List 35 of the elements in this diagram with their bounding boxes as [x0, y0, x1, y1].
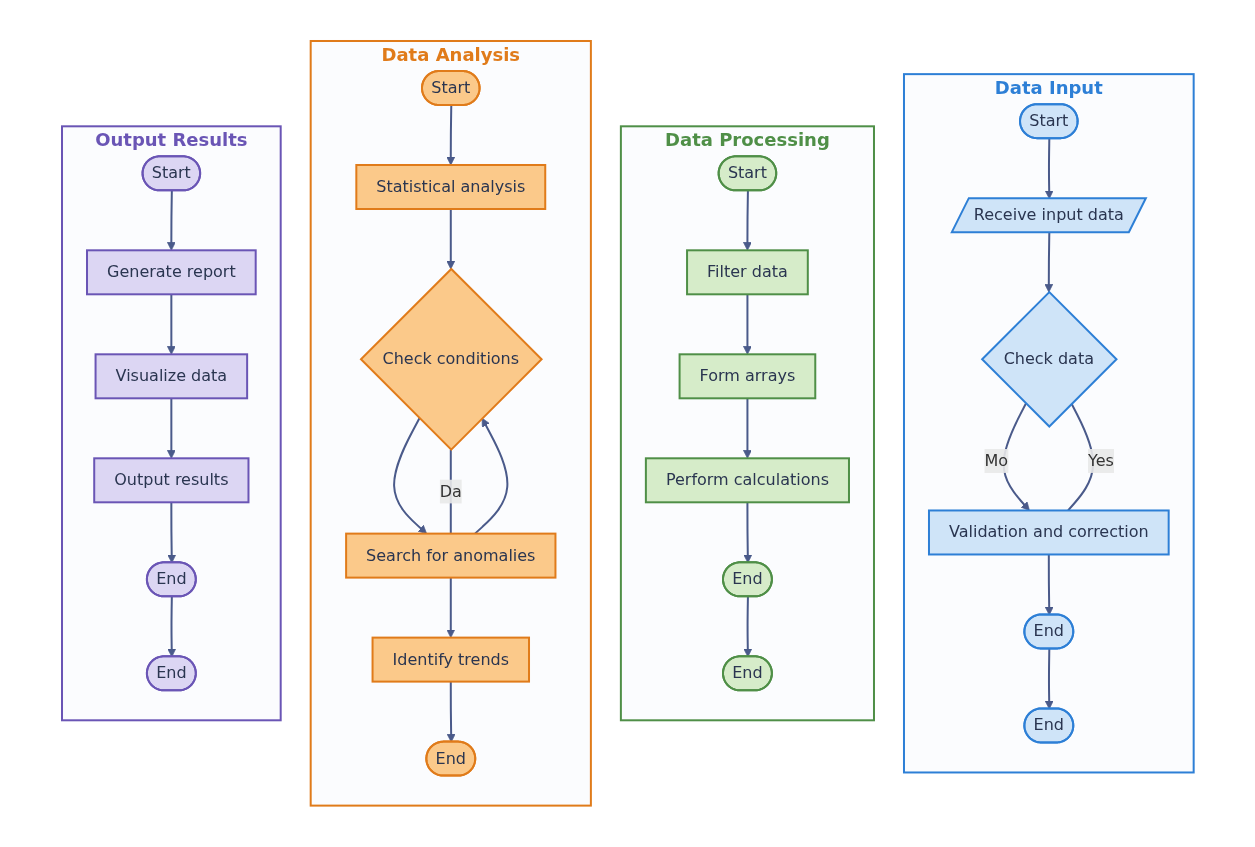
arrow [743, 596, 752, 658]
arrow [446, 576, 455, 639]
arrow [742, 397, 752, 459]
edge-label: Mo [984, 451, 1008, 471]
arrow [473, 418, 508, 535]
edge-label: Da [439, 481, 462, 501]
node-diamond: Check conditions [359, 267, 543, 452]
arrow [446, 680, 456, 743]
arrow [166, 293, 176, 355]
node-box: Visualize data [94, 353, 248, 400]
arrow [392, 417, 427, 535]
arrow [742, 293, 752, 355]
arrow [742, 190, 752, 251]
arrow [743, 501, 752, 564]
arrow [1044, 648, 1054, 710]
arrow [446, 104, 455, 166]
edge-label: Yes [1087, 451, 1114, 471]
node-box: Validation and correction [927, 509, 1170, 556]
node-box: Filter data [685, 249, 809, 296]
node-box: Form arrays [678, 353, 816, 400]
connector [449, 448, 452, 535]
node-box: Perform calculations [644, 457, 850, 504]
arrow [166, 397, 176, 459]
node-box: Statistical analysis [355, 164, 546, 211]
node-box: Search for anomalies [344, 532, 557, 579]
arrow [446, 208, 455, 270]
arrow [166, 501, 176, 564]
node-box: Output results [92, 457, 250, 504]
arrow [1044, 553, 1054, 616]
node-box: Identify trends [371, 636, 530, 683]
node-box: Generate report [85, 249, 257, 296]
arrow [166, 596, 176, 658]
arrow [166, 190, 176, 251]
arrow [1002, 402, 1030, 512]
node-diamond: Check data [980, 290, 1118, 429]
